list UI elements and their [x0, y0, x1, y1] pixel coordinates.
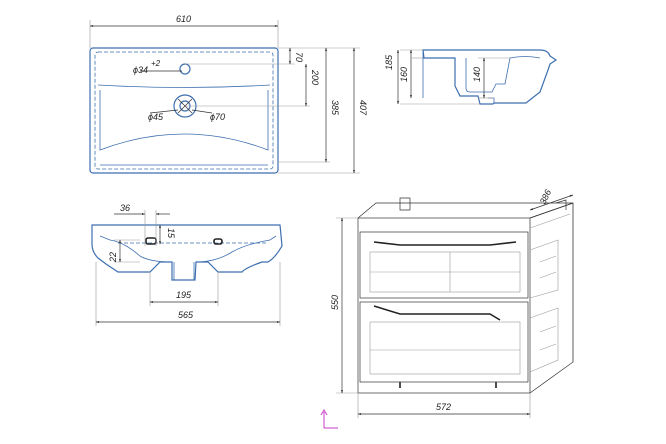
- front-drain-width-label: 195: [176, 290, 192, 300]
- mounting-bracket-left: [399, 197, 411, 211]
- front-profile: [91, 224, 283, 281]
- tap-hole-label: ϕ34: [133, 65, 148, 75]
- tap-hole: [179, 63, 191, 75]
- front-hole-label: 15: [166, 228, 176, 239]
- top-drain-depth-label: 200: [310, 69, 320, 85]
- section-basin-depth-label: 140: [472, 67, 482, 82]
- drawer-lower: [359, 301, 529, 383]
- top-bowl-curve: [99, 90, 269, 151]
- front-depth-label: 22: [108, 252, 118, 263]
- drain-label-b: ϕ70: [210, 112, 225, 122]
- top-view: 610 ϕ34 +2 ϕ45 ϕ70 70 200 385: [89, 14, 368, 174]
- section-rim-height-label: 160: [399, 67, 409, 82]
- cabinet-width-label: 572: [436, 402, 451, 412]
- drawer-upper-handle: [373, 241, 517, 246]
- front-offset-label: 36: [120, 203, 130, 213]
- top-width-label: 610: [176, 14, 191, 24]
- section-total-height-label: 185: [384, 54, 394, 70]
- tap-hole-sup: +2: [151, 59, 161, 68]
- axis-indicator-icon: [320, 409, 338, 429]
- drawer-lower-handle: [373, 305, 501, 321]
- top-inner-depth-label: 385: [330, 100, 340, 116]
- section-view: 185 160 140: [384, 49, 558, 105]
- top-outer-depth-label: 407: [358, 100, 368, 116]
- section-profile: [422, 49, 558, 105]
- drain-label-a: ϕ45: [148, 112, 164, 122]
- cabinet-height-label: 550: [330, 295, 340, 310]
- cabinet-body: [357, 217, 531, 394]
- top-basin-outline: [89, 47, 279, 174]
- cabinet-view: 386 550 572: [320, 188, 574, 429]
- front-view: 36 15 22 195 565: [91, 203, 283, 326]
- drawer-upper: [359, 231, 529, 299]
- front-overall-width-label: 565: [178, 310, 194, 320]
- top-offset-label: 70: [294, 52, 304, 62]
